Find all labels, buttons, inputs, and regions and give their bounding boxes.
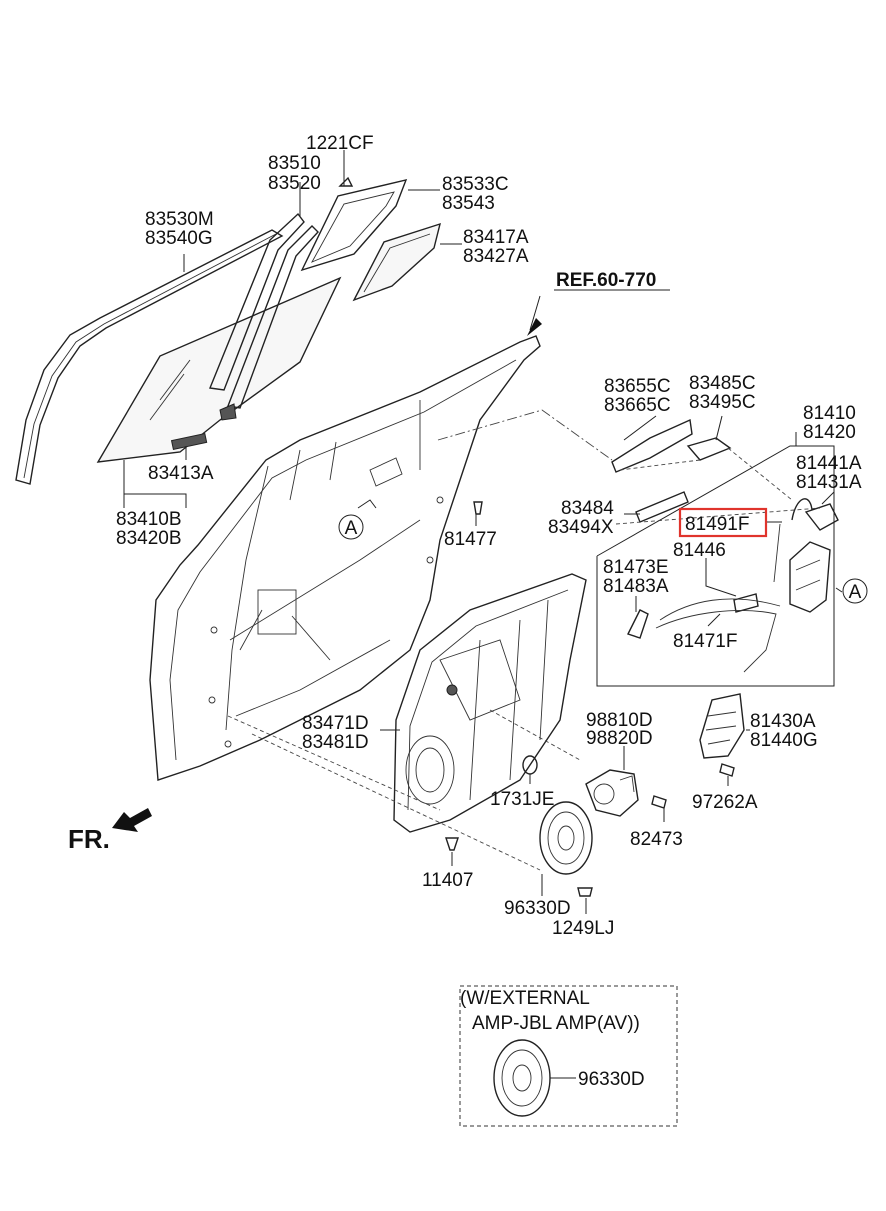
door-frame bbox=[149, 335, 541, 781]
leader-lines bbox=[123, 150, 843, 1079]
part-label: 81477 bbox=[444, 529, 497, 550]
door-glass bbox=[96, 276, 342, 463]
guide-lines bbox=[227, 409, 821, 871]
part-label: 97262A bbox=[692, 792, 758, 813]
speaker bbox=[539, 801, 593, 875]
cables bbox=[655, 523, 781, 673]
part-label: 1221CF bbox=[306, 133, 374, 154]
part-label: 11407 bbox=[422, 870, 473, 891]
inset-part-label: 96330D bbox=[578, 1069, 645, 1090]
part-label: 81441A bbox=[796, 453, 862, 474]
lock-actuator bbox=[699, 693, 745, 759]
callout-a-right: A bbox=[842, 578, 868, 604]
part-label: 81410 bbox=[803, 403, 856, 424]
front-label: FR. bbox=[68, 824, 110, 854]
part-label: 98810D bbox=[586, 710, 653, 731]
callout-a-right-text: A bbox=[849, 582, 862, 603]
inset-title-line1: (W/EXTERNAL bbox=[460, 988, 590, 1009]
part-label: 81471F bbox=[673, 631, 737, 652]
window-motor bbox=[585, 769, 639, 817]
callout-a-left-text: A bbox=[345, 518, 358, 539]
quarter-moulding bbox=[300, 179, 408, 272]
part-label: 83413A bbox=[148, 463, 214, 484]
part-label-highlighted: 81491F bbox=[685, 514, 749, 535]
part-label: 83420B bbox=[116, 528, 182, 549]
ref-label: REF.60-770 bbox=[556, 270, 656, 291]
part-labels: 1221CF 83510 83520 83533C 83543 83530M 8… bbox=[116, 133, 862, 939]
door-module-panel bbox=[393, 573, 587, 833]
door-latch bbox=[789, 498, 839, 613]
part-label: 83427A bbox=[463, 246, 529, 267]
front-arrow-icon bbox=[112, 808, 152, 832]
part-label: 98820D bbox=[586, 728, 653, 749]
ref-arrow bbox=[527, 318, 542, 336]
quarter-glass bbox=[352, 222, 441, 302]
front-indicator: FR. bbox=[68, 808, 152, 854]
part-label: 82473 bbox=[630, 829, 683, 850]
part-label: 83484 bbox=[561, 498, 614, 519]
part-label: 83665C bbox=[604, 395, 671, 416]
part-label: 83533C bbox=[442, 174, 509, 195]
inset-frame bbox=[459, 985, 678, 1127]
part-label: 81430A bbox=[750, 711, 816, 732]
inset-external-amp: (W/EXTERNAL AMP-JBL AMP(AV)) 96330D bbox=[459, 985, 678, 1127]
part-label: 83481D bbox=[302, 732, 369, 753]
part-label: 83494X bbox=[548, 517, 614, 538]
part-label: 81420 bbox=[803, 422, 856, 443]
part-label: 83543 bbox=[442, 193, 495, 214]
callout-a-left: A bbox=[338, 514, 364, 540]
part-label: 81431A bbox=[796, 472, 862, 493]
part-label: 81446 bbox=[673, 540, 726, 561]
part-label: 83471D bbox=[302, 713, 369, 734]
glass-run-strip bbox=[15, 229, 284, 485]
latch-group-box bbox=[596, 445, 835, 687]
part-label: 81473E bbox=[603, 557, 669, 578]
inset-speaker bbox=[493, 1039, 551, 1117]
inset-title-line2: AMP-JBL AMP(AV)) bbox=[472, 1013, 640, 1034]
part-label: 83510 bbox=[268, 153, 321, 174]
part-label: 83520 bbox=[268, 173, 321, 194]
part-label: 83410B bbox=[116, 509, 182, 530]
part-label: 83530M bbox=[145, 209, 214, 230]
part-label: 83417A bbox=[463, 227, 529, 248]
small-parts bbox=[338, 176, 759, 897]
part-label: 1249LJ bbox=[552, 918, 614, 939]
part-label: 1731JE bbox=[490, 789, 554, 810]
part-label: 81440G bbox=[750, 730, 818, 751]
part-label: 83655C bbox=[604, 376, 671, 397]
part-label: 83540G bbox=[145, 228, 213, 249]
highlight-box-81491F bbox=[678, 507, 768, 538]
rear-channel bbox=[209, 212, 319, 421]
part-label: 83495C bbox=[689, 392, 756, 413]
part-label: 96330D bbox=[504, 898, 571, 919]
part-label: 83485C bbox=[689, 373, 756, 394]
part-label: 81483A bbox=[603, 576, 669, 597]
